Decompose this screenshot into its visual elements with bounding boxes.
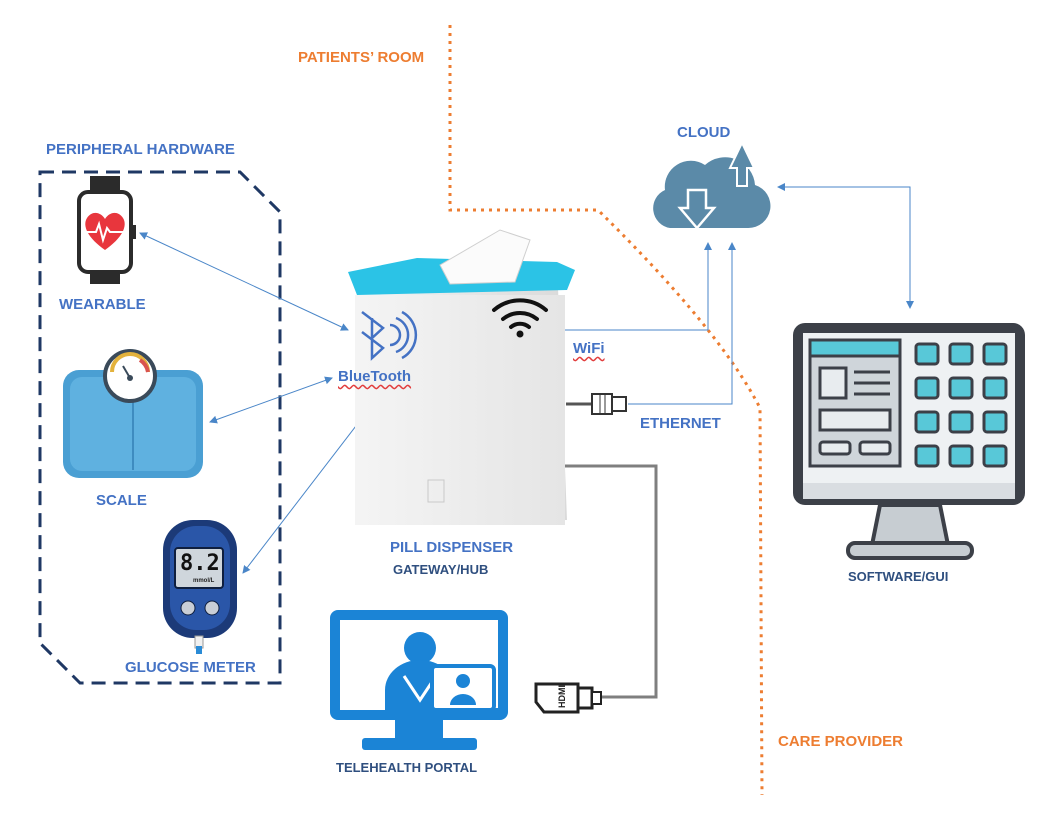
gateway-hub-label: GATEWAY/HUB xyxy=(393,562,489,577)
scale-icon xyxy=(63,349,203,478)
peripheral-hardware-label: PERIPHERAL HARDWARE xyxy=(46,141,235,158)
hdmi-cable xyxy=(565,464,658,699)
telehealth-portal-icon xyxy=(330,610,508,750)
wifi-label: WiFi xyxy=(573,340,605,357)
software-gui-label: SOFTWARE/GUI xyxy=(848,569,949,584)
hdmi-plug-icon xyxy=(534,682,602,714)
ethernet-label: ETHERNET xyxy=(640,415,721,432)
hdmi-label: HDMI xyxy=(557,685,567,708)
bluetooth-icon xyxy=(361,310,418,361)
telehealth-portal-label: TELEHEALTH PORTAL xyxy=(336,760,478,775)
wearable-label: WEARABLE xyxy=(59,296,146,313)
glucose-unit: mmol/L xyxy=(193,578,215,584)
glucose-reading: 8.2 xyxy=(180,551,220,576)
patients-room-label: PATIENTS’ ROOM xyxy=(298,49,425,66)
bluetooth-label: BlueTooth xyxy=(338,368,412,385)
care-provider-label: CARE PROVIDER xyxy=(778,733,904,750)
glucose-meter-label: GLUCOSE METER xyxy=(125,659,256,676)
scale-label: SCALE xyxy=(96,492,147,509)
software-gui-monitor xyxy=(793,323,1025,560)
peripheral-hardware-border xyxy=(38,170,282,685)
cloud-icon xyxy=(653,140,771,230)
smartwatch-icon xyxy=(77,176,136,284)
cloud-label: CLOUD xyxy=(677,124,731,141)
wifi-icon xyxy=(492,298,548,338)
pill-dispenser-label: PILL DISPENSER xyxy=(390,539,514,556)
ethernet-plug-icon xyxy=(566,393,627,415)
glucose-meter-icon xyxy=(163,520,237,654)
